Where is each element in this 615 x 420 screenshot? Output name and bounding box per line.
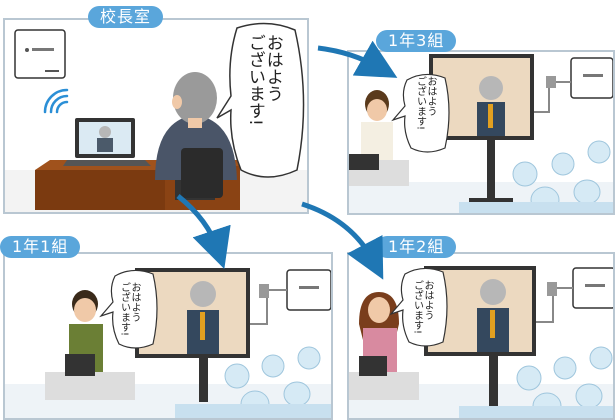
wireless-access-point-icon <box>250 269 331 325</box>
speech-bubble <box>216 22 305 178</box>
speech-bubble <box>389 267 448 347</box>
classroom-1-1-speech-text: おはよう ございます! <box>118 282 141 352</box>
wireless-access-point-icon <box>534 57 613 113</box>
principal-office-panel <box>3 18 309 214</box>
speech-line-2: ございます! <box>244 34 265 126</box>
classroom-1-3-scene <box>349 52 613 213</box>
classroom-1-1-panel <box>3 252 333 420</box>
speech-line-2: ございます! <box>411 280 423 335</box>
speech-line-1: おはよう <box>422 280 433 320</box>
room-label-1-1: 1年1組 <box>0 236 81 258</box>
speech-line-2: ございます! <box>414 76 426 131</box>
speech-line-1: おはよう <box>129 282 140 322</box>
room-label-1-3: 1年3組 <box>376 30 457 52</box>
classroom-1-2-panel <box>347 252 615 420</box>
classroom-1-2-scene <box>349 254 613 418</box>
speech-bubble <box>391 73 450 153</box>
principal-speech-text: おはよう ございます! <box>244 34 283 174</box>
room-label-1-2: 1年2組 <box>376 236 457 258</box>
classroom-1-3-panel <box>347 50 615 215</box>
classroom-1-2-speech-text: おはよう ございます! <box>411 280 434 350</box>
room-label-principal: 校長室 <box>88 6 164 28</box>
speech-line-2: ございます! <box>118 282 130 337</box>
speech-line-1: おはよう <box>262 34 283 102</box>
wireless-access-point-icon <box>14 29 66 79</box>
classroom-1-1-scene <box>5 254 331 418</box>
laptop-icon <box>63 118 151 166</box>
wireless-access-point-icon <box>536 267 613 323</box>
speech-bubble <box>99 269 158 349</box>
speech-line-1: おはよう <box>425 76 436 116</box>
classroom-1-3-speech-text: おはよう ございます! <box>414 76 437 146</box>
principal-office-scene <box>5 20 307 212</box>
wifi-icon <box>43 88 69 114</box>
